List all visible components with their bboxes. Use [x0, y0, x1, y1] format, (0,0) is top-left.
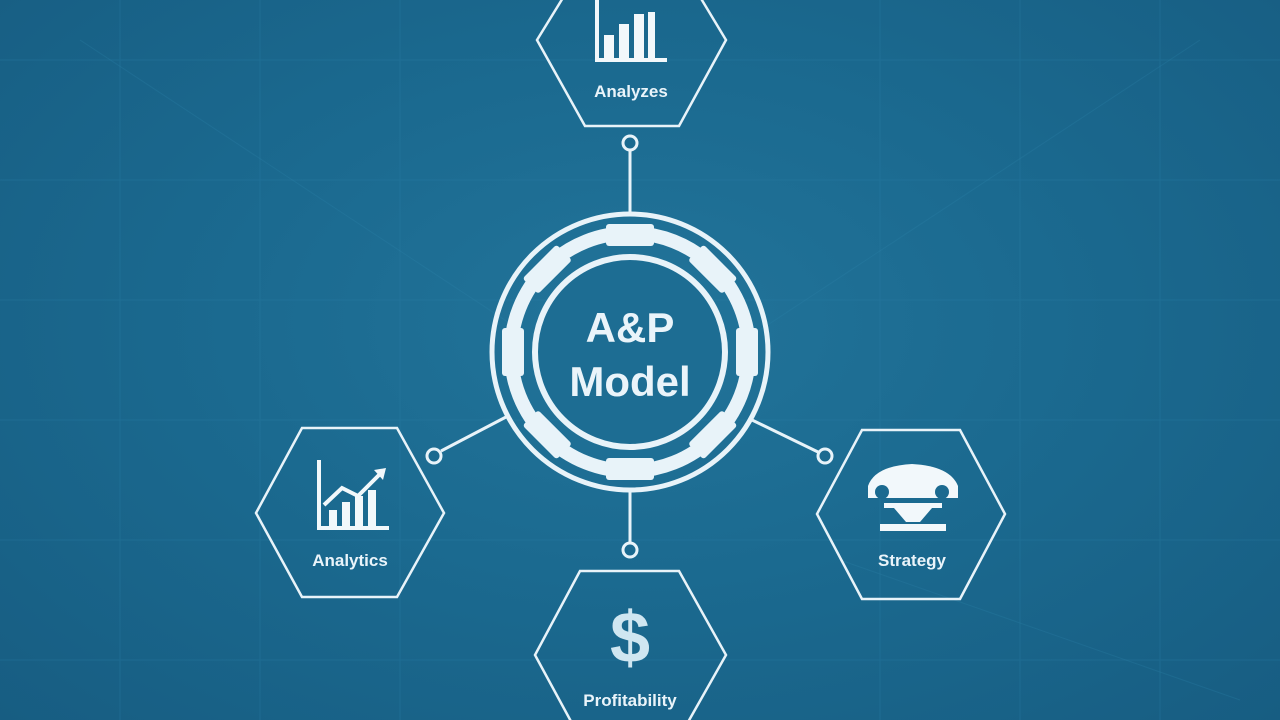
- node-top-label: Analyzes: [594, 82, 668, 101]
- node-left-hexagon: [254, 426, 446, 599]
- connector-right: [751, 418, 819, 454]
- center-inner-ring: [532, 254, 728, 450]
- node-bottom-hexagon: [533, 569, 728, 720]
- car-lift-icon: [868, 464, 958, 531]
- center-title-line2: Model: [569, 358, 690, 405]
- bar-chart-icon: [595, 0, 667, 62]
- connector-left: [440, 415, 507, 453]
- node-right-label: Strategy: [878, 551, 947, 570]
- node-bottom: $ Profitability: [533, 569, 728, 720]
- connector-right-dot: [816, 447, 834, 465]
- dollar-sign-icon: $: [610, 598, 650, 678]
- node-left-label: Analytics: [312, 551, 388, 570]
- connectors: [425, 134, 834, 559]
- connector-top-dot: [621, 134, 639, 152]
- node-right-hexagon: [815, 428, 1007, 601]
- gear-icon: [502, 224, 758, 480]
- center-outer-ring: [489, 211, 771, 493]
- connector-left-dot: [425, 447, 443, 465]
- node-bottom-label: Profitability: [583, 691, 677, 710]
- node-left: Analytics: [254, 426, 446, 599]
- connector-bottom-dot: [621, 541, 639, 559]
- center-node: A&P Model: [489, 211, 771, 493]
- background-diagonals: [79, 39, 1241, 701]
- node-top-hexagon: [535, 0, 728, 128]
- center-title-line1: A&P: [586, 304, 675, 351]
- growth-chart-icon: [317, 460, 389, 530]
- node-top: Analyzes: [535, 0, 728, 128]
- node-right: Strategy: [815, 428, 1007, 601]
